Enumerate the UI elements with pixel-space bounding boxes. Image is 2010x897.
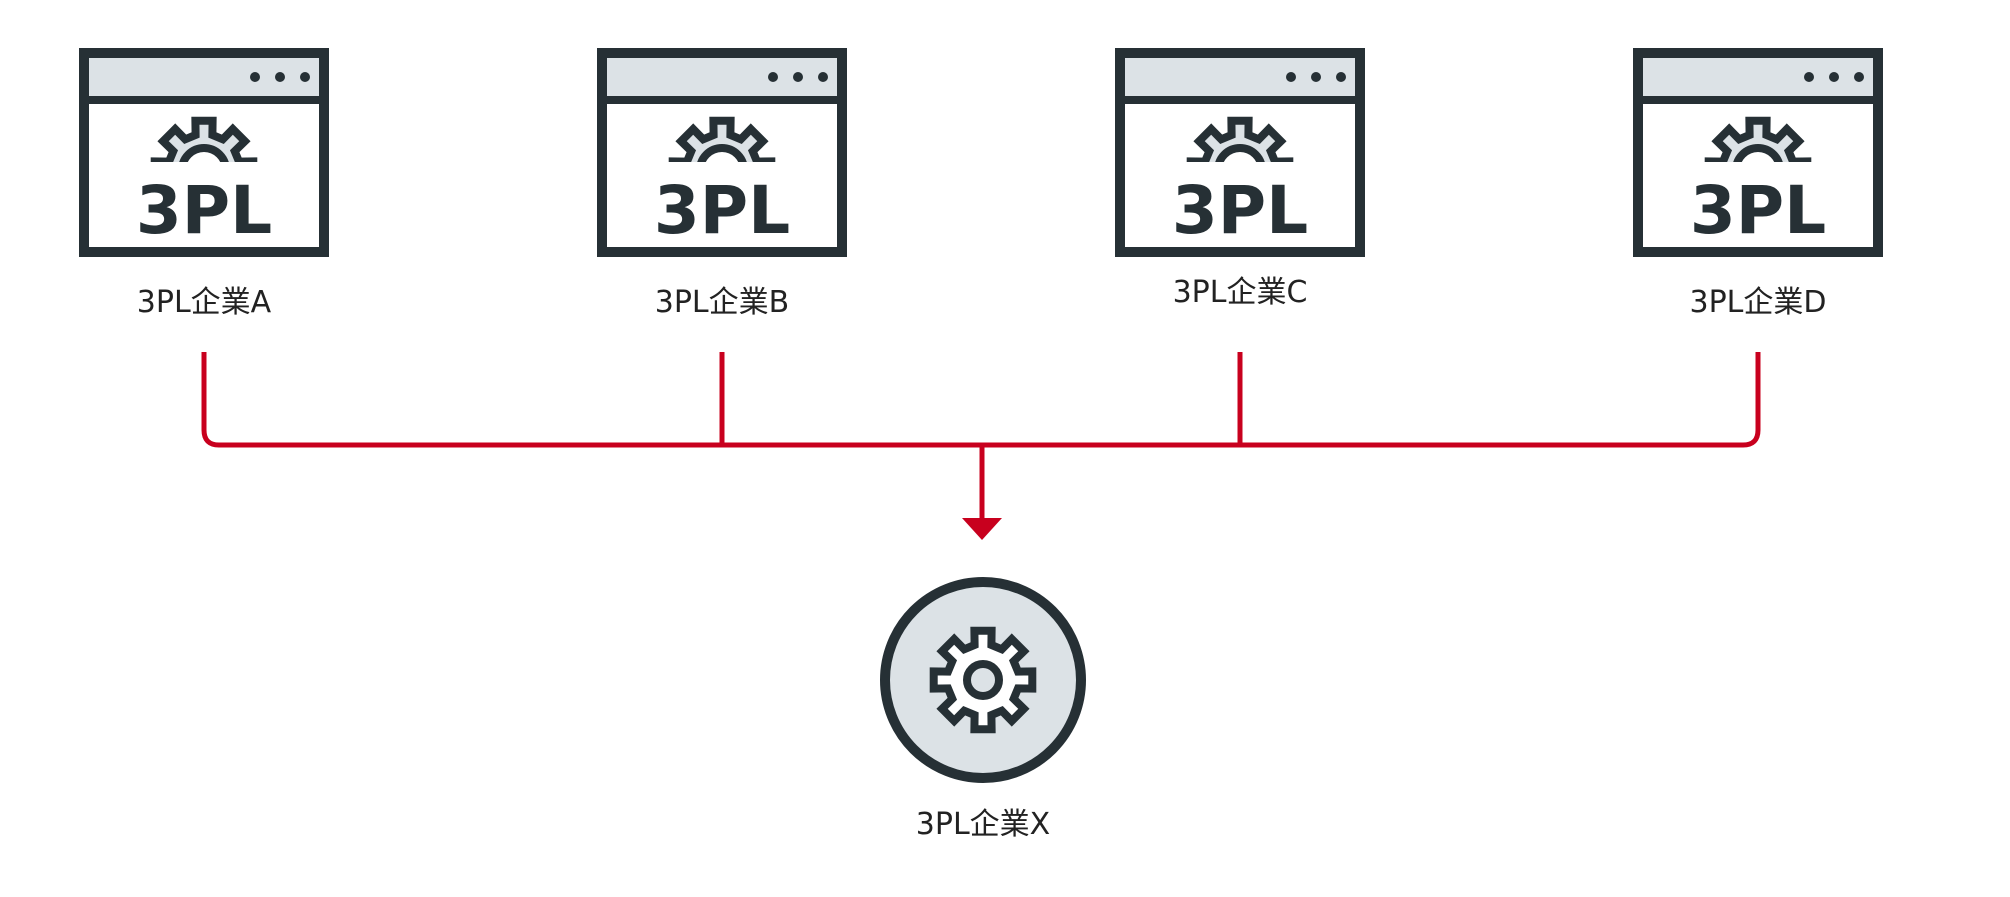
logo-3pl-text: 3PL bbox=[1172, 172, 1308, 249]
source-label: 3PL企業B bbox=[655, 285, 789, 320]
window-dots-icon bbox=[250, 72, 310, 82]
source-label: 3PL企業A bbox=[137, 285, 272, 320]
logo-3pl-text: 3PL bbox=[654, 172, 790, 249]
source-label: 3PL企業D bbox=[1690, 285, 1827, 320]
gear-icon bbox=[929, 626, 1037, 734]
logo-3pl-text: 3PL bbox=[136, 172, 272, 249]
arrow-head-icon bbox=[962, 518, 1002, 540]
target-label: 3PL企業X bbox=[916, 807, 1050, 842]
target-node: 3PL企業X bbox=[880, 577, 1086, 842]
gear-icon bbox=[668, 116, 776, 162]
logo-3pl-text: 3PL bbox=[1690, 172, 1826, 249]
gear-icon bbox=[1186, 116, 1294, 162]
gear-icon bbox=[150, 116, 258, 162]
connector-lines bbox=[201, 352, 1761, 540]
source-node: 3PL 3PL企業B bbox=[597, 48, 847, 320]
merge-line bbox=[201, 352, 1761, 448]
gear-icon bbox=[1704, 116, 1812, 162]
window-dots-icon bbox=[1286, 72, 1346, 82]
window-dots-icon bbox=[1804, 72, 1864, 82]
window-dots-icon bbox=[768, 72, 828, 82]
source-node: 3PL 3PL企業C bbox=[1115, 48, 1365, 310]
source-label: 3PL企業C bbox=[1173, 275, 1308, 310]
source-node: 3PL 3PL企業D bbox=[1633, 48, 1883, 320]
source-node: 3PL 3PL企業A bbox=[79, 48, 329, 320]
